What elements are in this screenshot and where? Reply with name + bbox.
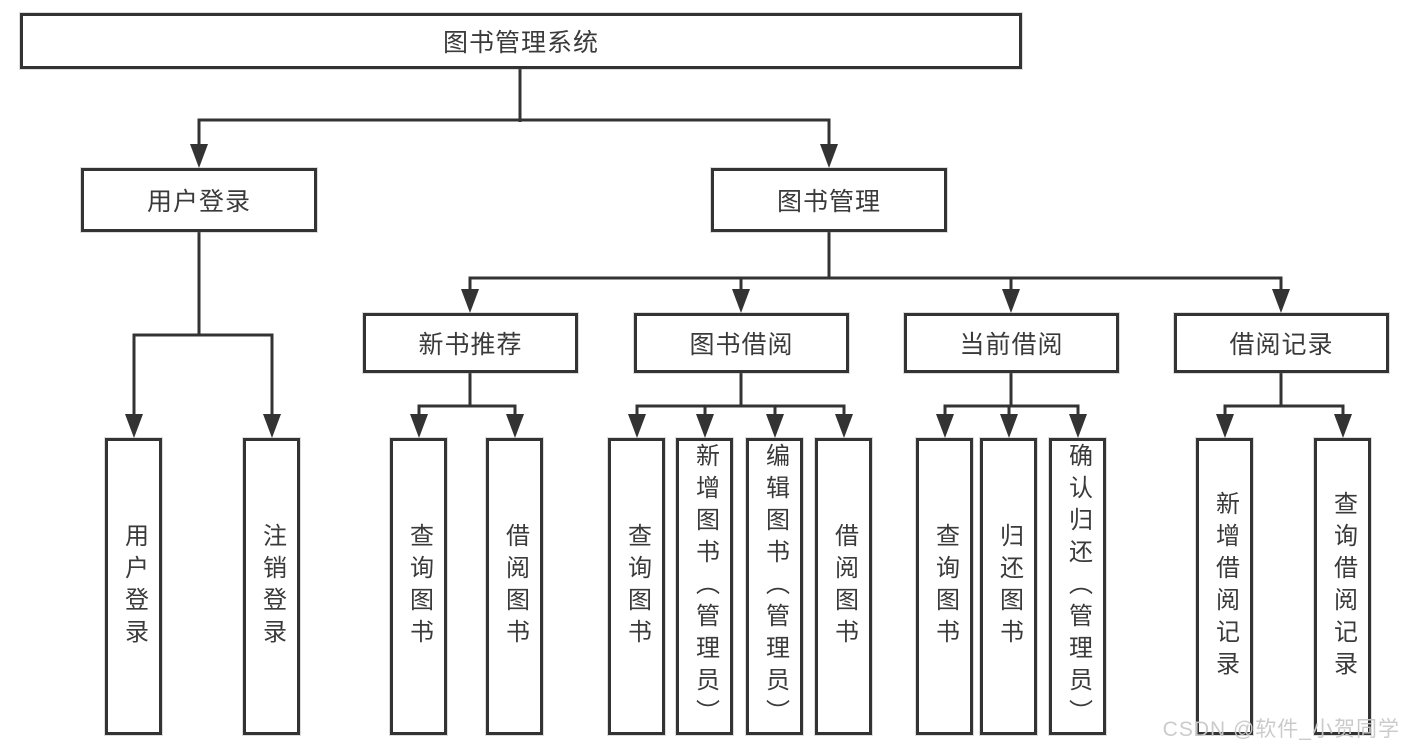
- node-book-borrowing: 图书借阅: [634, 313, 849, 373]
- node-label: 查询图书: [931, 522, 959, 651]
- node-new-book-recommendation: 新书推荐: [363, 313, 578, 373]
- node-borrowing-records: 借阅记录: [1174, 313, 1389, 373]
- node-leaf-confirm-return-admin: 确认归还（管理员）: [1049, 438, 1106, 735]
- node-label: 注销登录: [258, 522, 286, 651]
- node-leaf-query-books-borrow: 查询图书: [608, 438, 665, 735]
- node-leaf-add-borrow-record: 新增借阅记录: [1196, 438, 1253, 735]
- csdn-watermark: CSDN @软件_小贺同学: [1162, 718, 1400, 741]
- node-label: 新增借阅记录: [1211, 490, 1239, 683]
- node-leaf-query-borrow-record: 查询借阅记录: [1314, 438, 1371, 735]
- node-leaf-edit-books-admin: 编辑图书（管理员）: [746, 438, 803, 735]
- node-leaf-query-books-recommend: 查询图书: [390, 438, 447, 735]
- node-label: 查询图书: [623, 522, 651, 651]
- node-label: 确认归还（管理员）: [1064, 442, 1092, 731]
- node-leaf-return-books: 归还图书: [980, 438, 1037, 735]
- node-label: 借阅图书: [830, 522, 858, 651]
- node-label: 编辑图书（管理员）: [761, 442, 789, 731]
- node-current-borrowing: 当前借阅: [904, 313, 1119, 373]
- node-leaf-borrow-books: 借阅图书: [815, 438, 872, 735]
- node-leaf-query-books-current: 查询图书: [916, 438, 973, 735]
- node-label: 查询借阅记录: [1329, 490, 1357, 683]
- node-leaf-user-login: 用户登录: [105, 438, 162, 735]
- node-label: 归还图书: [995, 522, 1023, 651]
- node-library-management-system: 图书管理系统: [20, 13, 1022, 69]
- node-book-management-branch: 图书管理: [711, 168, 947, 232]
- node-leaf-borrow-books-recommend: 借阅图书: [486, 438, 543, 735]
- node-label: 借阅图书: [501, 522, 529, 651]
- node-leaf-add-books-admin: 新增图书（管理员）: [676, 438, 733, 735]
- node-label: 用户登录: [120, 522, 148, 651]
- node-user-login-branch: 用户登录: [81, 168, 317, 232]
- node-leaf-logout: 注销登录: [243, 438, 300, 735]
- node-label: 查询图书: [405, 522, 433, 651]
- node-label: 新增图书（管理员）: [691, 442, 719, 731]
